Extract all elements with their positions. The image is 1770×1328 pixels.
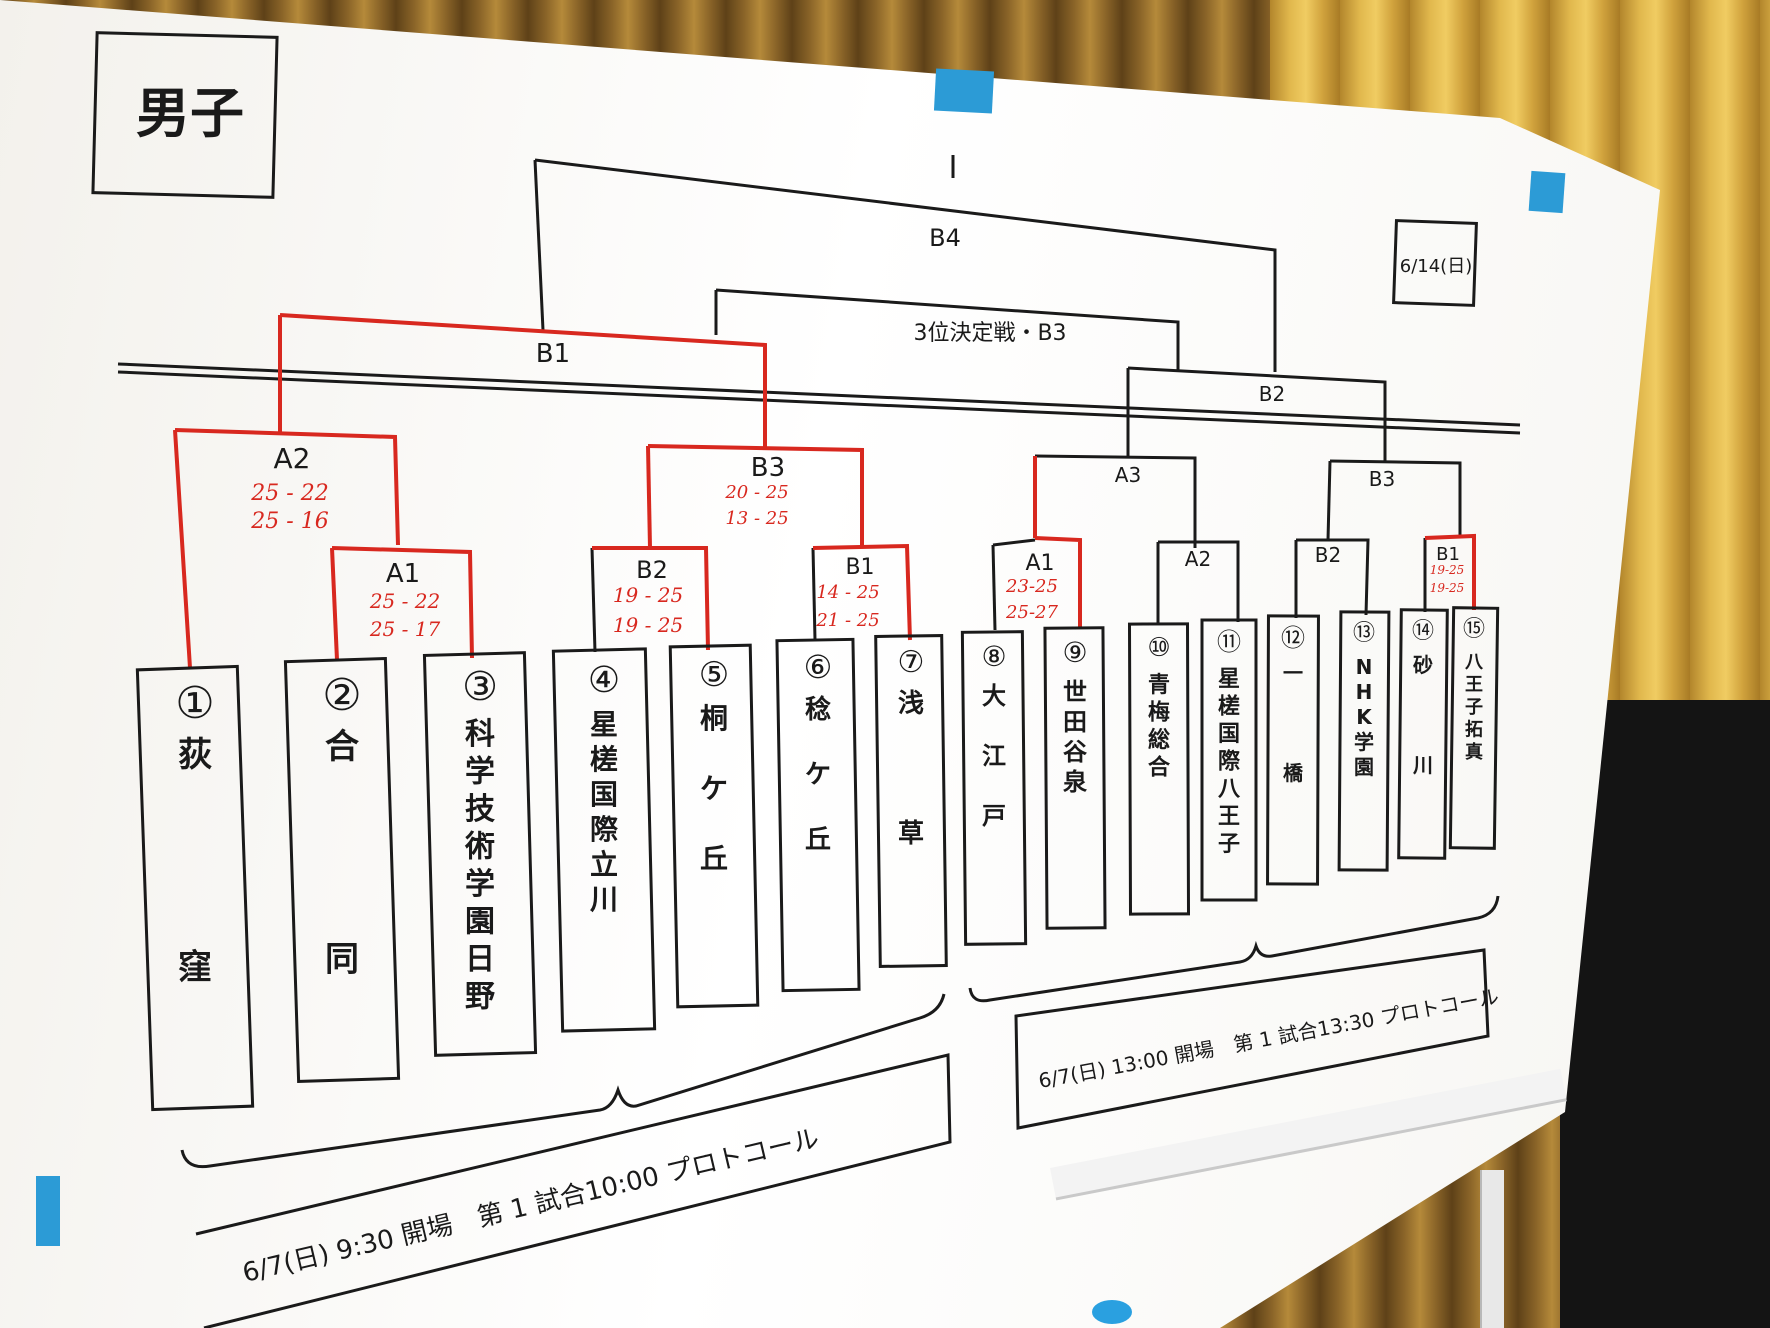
team-name: 世田谷泉 — [1063, 678, 1088, 796]
team-number: ② — [322, 670, 361, 721]
match-a1-left: A1 — [386, 559, 420, 589]
team-number: ① — [175, 678, 214, 729]
match-b4: B4 — [929, 224, 961, 252]
team-name: 砂 川 — [1412, 653, 1433, 777]
score-b2-left-1: 19 - 25 — [613, 583, 683, 607]
b3-mid-leg — [648, 446, 650, 548]
match-a1-right: A1 — [1025, 551, 1054, 576]
score-a1-right-1: 23-25 — [1005, 576, 1058, 597]
match-a3-right: A3 — [1115, 463, 1141, 487]
a1-right-leg — [993, 545, 995, 630]
b3-right-leg — [1328, 461, 1330, 540]
tape-left — [36, 1176, 60, 1246]
score-a1-left-1: 25 - 22 — [369, 589, 440, 613]
team-number: ④ — [588, 660, 620, 701]
team-number: ⑭ — [1412, 619, 1434, 644]
score-b1-right-1: 19-25 — [1430, 563, 1465, 577]
divider-line-1 — [118, 364, 1520, 425]
a1-left-leg — [332, 548, 337, 660]
team-box — [285, 659, 398, 1082]
match-b1-right: B1 — [1436, 544, 1460, 565]
team-number: ⑥ — [804, 648, 833, 686]
score-b1-left-2: 21 - 25 — [815, 610, 879, 631]
team-number: ⑬ — [1353, 621, 1375, 646]
match-b2-left: B2 — [636, 556, 668, 584]
tape-right — [1529, 171, 1566, 213]
b2-left-leg — [592, 548, 595, 652]
team-name: 星槎国際八王子 — [1218, 667, 1241, 857]
divider-line-2 — [118, 372, 1520, 433]
match-b2-right: B2 — [1315, 543, 1341, 567]
match-b1-left: B1 — [845, 555, 874, 580]
score-b3-mid-2: 13 - 25 — [725, 508, 788, 529]
match-b3-right: B3 — [1369, 467, 1395, 491]
score-a1-left-2: 25 - 17 — [369, 617, 441, 641]
team-box — [1268, 616, 1319, 884]
team-number: ⑧ — [981, 640, 1006, 673]
match-a2-right: A2 — [1185, 547, 1211, 571]
score-b1-right-2: 19-25 — [1430, 581, 1465, 595]
a1-right-top — [993, 540, 1035, 545]
match-third-place: 3位決定戦・B3 — [913, 321, 1066, 346]
team-name: 稔 ケ 丘 — [805, 694, 831, 855]
a2-left-leg — [175, 430, 190, 668]
team-box — [1399, 610, 1448, 858]
team-number: ③ — [462, 664, 498, 710]
b4-bracket-left — [535, 160, 543, 330]
team-number: ⑦ — [898, 645, 925, 680]
team-name: 八王子拓真 — [1465, 652, 1484, 763]
title-text: 男子 — [136, 82, 244, 145]
score-b1-left-1: 14 - 25 — [816, 582, 879, 603]
team-name: 浅 草 — [898, 689, 924, 849]
score-b2-left-2: 19 - 25 — [613, 613, 683, 637]
team-number: ⑫ — [1281, 624, 1305, 652]
team-box — [137, 666, 252, 1109]
team-box — [876, 636, 947, 967]
score-a2-left-1: 25 - 22 — [250, 481, 328, 506]
team-number: ⑮ — [1463, 617, 1485, 642]
score-a2-left-2: 25 - 16 — [250, 509, 328, 534]
schedule-right: 6/7(日) 13:00 開場 第 1 試合13:30 プロトコール — [1037, 984, 1501, 1093]
match-a2-left: A2 — [274, 442, 311, 475]
team-name: 一 橋 — [1283, 661, 1304, 785]
final-date: 6/14(日) — [1400, 256, 1472, 277]
blue-magnet — [1092, 1300, 1132, 1324]
tape-top — [934, 69, 994, 114]
match-b2-semi: B2 — [1259, 382, 1285, 406]
b4-bracket-right — [535, 160, 1275, 372]
score-a1-right-2: 25-27 — [1005, 602, 1058, 623]
match-b3-mid: B3 — [751, 453, 785, 483]
team-name: 荻 窪 — [178, 735, 212, 988]
team-number: ⑩ — [1147, 633, 1170, 663]
b1-left-leg — [813, 548, 815, 640]
team-name: 合 同 — [325, 727, 359, 980]
team-number: ⑤ — [699, 655, 729, 695]
team-name: 大 江 戸 — [982, 682, 1006, 830]
team-name: 青梅総合 — [1148, 673, 1171, 781]
team-name: 桐 ケ 丘 — [700, 702, 728, 875]
team-name: 科学技術学園日野 — [464, 717, 495, 1015]
team-name: 星槎国際立川 — [590, 708, 618, 916]
score-b3-mid-1: 20 - 25 — [724, 482, 788, 503]
match-b1-semi: B1 — [536, 339, 570, 369]
team-number: ⑪ — [1217, 628, 1241, 656]
team-number: ⑨ — [1062, 636, 1087, 669]
